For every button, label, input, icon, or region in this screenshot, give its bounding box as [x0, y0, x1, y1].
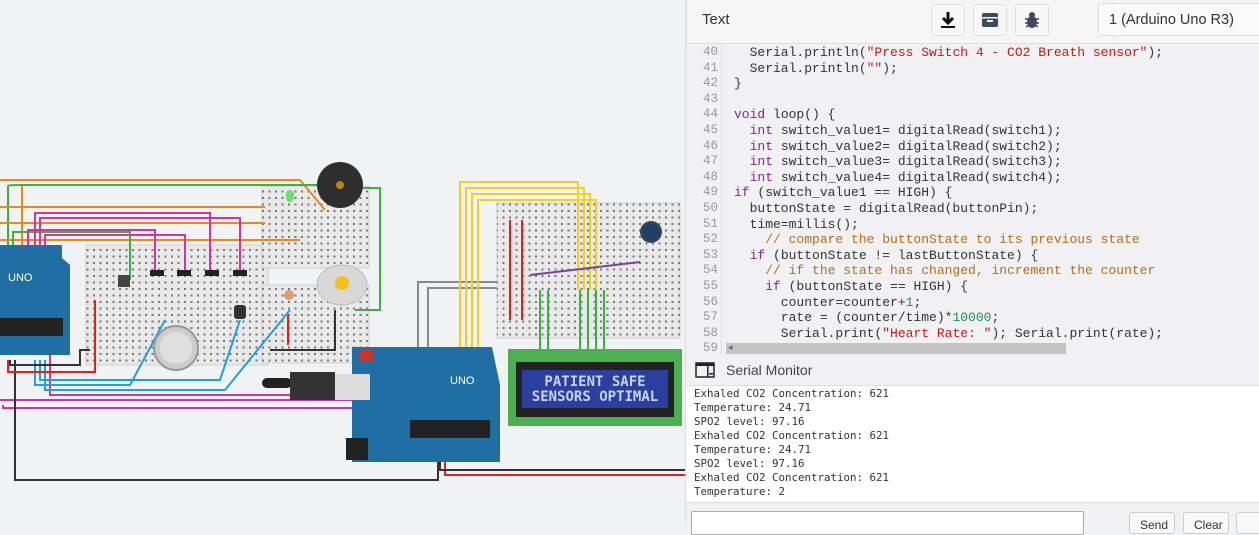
horizontal-scrollbar[interactable]	[726, 343, 1066, 354]
line-number: 58	[702, 325, 718, 340]
serial-output-line: SPO2 level: 97.16	[694, 457, 805, 470]
toggle-graph-button[interactable]	[1236, 512, 1259, 534]
serial-output-line: Exhaled CO2 Concentration: 621	[694, 429, 890, 442]
buzzer[interactable]	[317, 162, 363, 208]
code-line: time=millis();	[734, 216, 859, 232]
potentiometer[interactable]	[640, 221, 662, 243]
serial-output-line: Exhaled CO2 Concentration: 621	[694, 471, 890, 484]
line-number: 52	[702, 232, 718, 247]
code-line: void loop() {	[734, 107, 836, 123]
gas-sensor[interactable]	[153, 325, 199, 371]
lcd-line-2: SENSORS OPTIMAL	[532, 389, 658, 405]
editor-mode-label[interactable]: Text	[702, 11, 730, 28]
code-line: }	[734, 76, 742, 92]
circuit-schematic: UNO UNO PATIENT SAFE SENSORS OPTIMAL	[0, 162, 685, 481]
code-line: int switch_value4= digitalRead(switch4);	[749, 169, 1062, 185]
code-line: buttonState = digitalRead(buttonPin);	[734, 201, 1039, 216]
download-button[interactable]	[931, 4, 965, 36]
code-line: Serial.print("Heart Rate: "); Serial.pri…	[734, 325, 1164, 341]
arduino-uno-left[interactable]: UNO	[0, 245, 70, 355]
code-line: int switch_value2= digitalRead(switch2);	[749, 138, 1062, 154]
editor-header: Text 1 (Arduino Uno R3)	[686, 0, 1259, 44]
line-number: 50	[702, 201, 718, 215]
clear-button[interactable]: Clear	[1183, 512, 1229, 534]
arduino-uno-main[interactable]: UNO	[346, 347, 500, 462]
serial-monitor-icon	[695, 362, 715, 378]
line-number: 55	[702, 279, 718, 293]
line-number: 53	[702, 247, 718, 262]
line-number: 45	[702, 123, 718, 137]
send-button[interactable]: Send	[1129, 512, 1175, 534]
code-line: if (buttonState == HIGH) {	[765, 279, 969, 294]
device-select[interactable]: 1 (Arduino Uno R3)	[1098, 3, 1259, 36]
line-number: 59	[702, 341, 718, 355]
debugger-button[interactable]	[1015, 4, 1049, 36]
line-number: 41	[702, 60, 718, 75]
code-line: int switch_value3= digitalRead(switch3);	[749, 154, 1062, 170]
serial-output-line: Temperature: 24.71	[694, 443, 812, 456]
photoresistor[interactable]	[284, 290, 294, 300]
serial-output-line: Temperature: 2	[694, 485, 786, 498]
line-number: 57	[702, 310, 718, 325]
lcd-display[interactable]: PATIENT SAFE SENSORS OPTIMAL	[508, 349, 682, 426]
arduino-label: UNO	[8, 272, 33, 284]
serial-output-line: SPO2 level: 97.16	[694, 415, 805, 428]
line-number: 56	[702, 294, 718, 309]
code-line: if (buttonState != lastButtonState) {	[749, 247, 1039, 263]
circuit-canvas[interactable]: UNO UNO PATIENT SAFE SENSORS OPTIMAL	[0, 0, 685, 526]
serial-monitor-title: Serial Monitor	[726, 362, 813, 378]
line-number: 48	[702, 169, 718, 184]
code-line: // compare the buttonState to its previo…	[734, 232, 1140, 248]
line-number: 46	[702, 138, 718, 153]
serial-monitor-header[interactable]: Serial Monitor	[686, 355, 1259, 386]
line-number: 47	[702, 154, 718, 169]
line-number: 44	[702, 107, 718, 122]
code-line: counter=counter+1;	[734, 294, 922, 310]
line-number: 40	[702, 45, 718, 59]
code-line: if (switch_value1 == HIGH) {	[734, 185, 953, 201]
scroll-left-icon[interactable]: ◂	[728, 342, 733, 352]
pushbutton[interactable]	[118, 275, 130, 287]
line-number: 51	[702, 216, 718, 231]
serial-input-bar: Send Clear	[686, 502, 1259, 535]
line-number: 54	[702, 263, 718, 278]
temperature-sensor[interactable]	[234, 305, 246, 319]
download-icon	[941, 12, 955, 28]
lcd-line-1: PATIENT SAFE	[544, 374, 645, 390]
line-number: 42	[702, 76, 718, 91]
dc-motor[interactable]	[316, 264, 368, 306]
serial-input[interactable]	[691, 511, 1084, 535]
line-number: 49	[702, 185, 718, 200]
serial-output-line: Exhaled CO2 Concentration: 621	[694, 387, 890, 400]
library-button[interactable]	[973, 4, 1007, 36]
arduino-label: UNO	[450, 375, 475, 387]
code-line: Serial.println("Press Switch 4 - CO2 Bre…	[734, 45, 1164, 60]
code-line: // if the state has changed, increment t…	[734, 263, 1156, 279]
led-green[interactable]	[286, 190, 294, 202]
code-line: int switch_value1= digitalRead(switch1);	[749, 123, 1062, 138]
code-line: Serial.println("");	[734, 60, 898, 76]
serial-output-line: Temperature: 24.71	[694, 401, 812, 414]
library-icon	[982, 13, 998, 27]
line-number: 43	[702, 91, 718, 106]
usb-cable[interactable]	[262, 372, 370, 400]
code-line: rate = (counter/time)*10000;	[734, 310, 1000, 326]
slide-switches[interactable]	[150, 270, 247, 276]
bug-icon	[1025, 12, 1039, 28]
